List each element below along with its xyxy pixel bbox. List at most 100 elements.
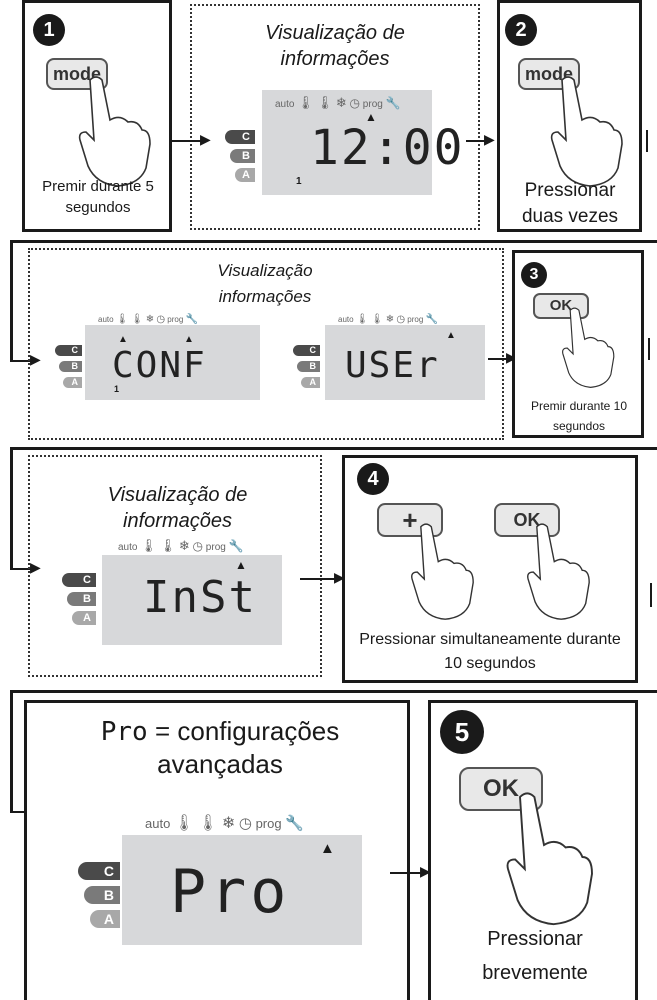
pro-code: Pro	[100, 717, 148, 747]
pointer-arrow: ▲	[118, 334, 128, 345]
arrow-head: ▶	[30, 559, 41, 575]
step4-panel	[342, 455, 638, 683]
display1-panel	[190, 4, 480, 230]
arrow-line	[300, 578, 338, 580]
connector-line	[10, 240, 13, 362]
thermometer-icon: 🌡	[173, 815, 195, 832]
hand-press-icon	[506, 792, 593, 926]
snowflake-icon: ❄	[178, 538, 190, 553]
step1-number: 1	[33, 14, 65, 46]
thermometer-icon: 🌡	[140, 538, 157, 553]
arrow-line	[172, 140, 204, 142]
lcd-screen	[85, 325, 260, 400]
auto-label: auto	[275, 99, 295, 110]
lcd-icon-row: auto 🌡 🌡 ❄ ◷ prog 🔧	[98, 314, 198, 325]
lcd-readout: CONF	[112, 345, 207, 386]
wrench-icon: 🔧	[185, 314, 198, 325]
lcd-readout: 12:00	[310, 120, 465, 176]
bar-a: A	[72, 611, 96, 625]
hand-press-icon	[550, 76, 623, 187]
display4-title: Pro = configurações avançadas	[60, 715, 380, 780]
arrow-head: ▶	[334, 569, 345, 585]
bar-b: B	[230, 149, 255, 163]
snowflake-icon: ❄	[385, 314, 395, 325]
row-divider	[10, 690, 657, 693]
arrow-line	[488, 358, 510, 360]
display1-title: Visualização de informações	[265, 22, 405, 70]
auto-label: auto	[338, 315, 354, 324]
step4-number: 4	[357, 463, 389, 495]
prog-label: prog	[255, 816, 282, 831]
clock-icon: ◷	[192, 539, 204, 553]
arrow-head: ▶	[200, 131, 211, 147]
hand-press-icon	[527, 523, 590, 620]
step1-caption: Premir durante 5 segundos	[42, 178, 154, 216]
display2-title: Visualização informações	[217, 261, 313, 306]
prog-label: prog	[205, 542, 226, 553]
thermometer-low-icon: 🌡	[370, 314, 384, 325]
bar-a: A	[301, 377, 320, 388]
connector-line	[648, 338, 650, 360]
wrench-icon: 🔧	[385, 96, 401, 110]
step4-caption: Pressionar simultaneamente durante 10 se…	[359, 631, 621, 672]
bar-c: C	[78, 862, 120, 880]
auto-label: auto	[98, 315, 114, 324]
clock-icon: ◷	[238, 815, 252, 832]
pointer-arrow: ▲	[235, 558, 247, 572]
snowflake-icon: ❄	[335, 95, 347, 110]
arrow-line	[10, 360, 35, 362]
mode-button: mode	[46, 58, 108, 90]
snowflake-icon: ❄	[221, 815, 236, 832]
clock-icon: ◷	[156, 314, 166, 325]
lcd-screen	[102, 555, 282, 645]
arrow-head: ▶	[30, 351, 41, 367]
prog-label: prog	[167, 315, 184, 324]
lcd-icon-row: auto 🌡 🌡 ❄ ◷ prog 🔧	[338, 314, 438, 325]
thermometer-low-icon: 🌡	[197, 815, 219, 832]
bar-a: A	[90, 910, 120, 928]
step3-caption: Premir durante 10 segundos	[530, 399, 628, 433]
connector-line	[10, 690, 13, 813]
display2-panel	[28, 248, 504, 440]
wrench-icon: 🔧	[285, 815, 304, 832]
pointer-arrow: ▲	[365, 110, 377, 124]
arrow-line	[10, 568, 35, 570]
display3-title: Visualização de informações	[107, 484, 248, 532]
thermometer-icon: 🌡	[355, 314, 369, 325]
bar-a: A	[63, 377, 82, 388]
snowflake-icon: ❄	[145, 314, 155, 325]
step2-caption: Pressionar duas vezes	[521, 180, 619, 227]
bar-c: C	[293, 345, 320, 356]
lcd-icon-row: auto 🌡 🌡 ❄ ◷ prog 🔧	[275, 95, 401, 111]
prog-label: prog	[362, 99, 383, 110]
ok-button: OK	[533, 293, 589, 319]
hand-press-icon	[562, 307, 615, 388]
connector-line	[646, 130, 648, 152]
bar-a: A	[235, 168, 255, 182]
bar-c: C	[62, 573, 96, 587]
step5-number: 5	[440, 710, 484, 754]
lcd-readout: InSt	[143, 572, 257, 623]
lcd-icon-row: auto 🌡 🌡 ❄ ◷ prog 🔧	[118, 538, 244, 554]
bar-b: B	[59, 361, 82, 372]
clock-icon: ◷	[396, 314, 406, 325]
lcd-screen	[122, 835, 362, 945]
mode-button: mode	[518, 58, 580, 90]
ok-button: OK	[494, 503, 560, 537]
lcd-screen	[325, 325, 485, 400]
thermometer-icon: 🌡	[297, 95, 314, 110]
step3-number: 3	[521, 262, 547, 288]
thermometer-low-icon: 🌡	[130, 314, 144, 325]
row-divider	[10, 447, 657, 450]
thermometer-low-icon: 🌡	[316, 95, 334, 110]
pointer-arrow: ▲	[184, 334, 194, 345]
arrow-head: ▶	[506, 349, 517, 366]
prog-label: prog	[407, 315, 424, 324]
hand-press-icon	[411, 523, 474, 620]
bar-b: B	[67, 592, 96, 606]
lcd-sub-digit: 1	[296, 176, 302, 187]
wrench-icon: 🔧	[228, 539, 244, 553]
display3-panel	[28, 455, 322, 677]
bar-c: C	[55, 345, 82, 356]
auto-label: auto	[118, 542, 138, 553]
